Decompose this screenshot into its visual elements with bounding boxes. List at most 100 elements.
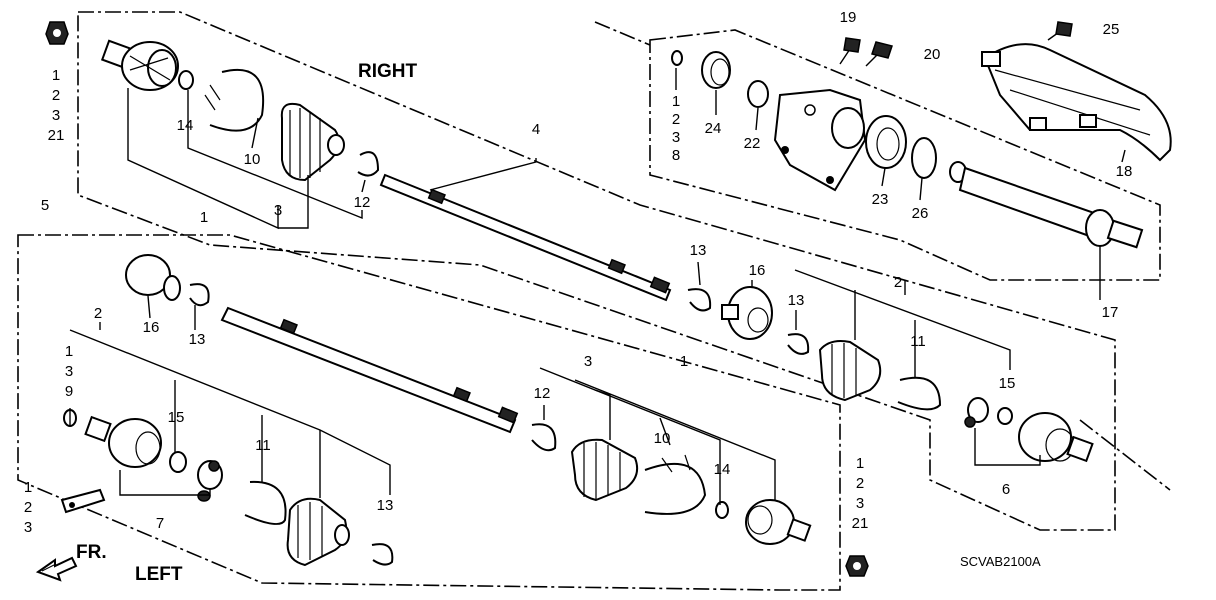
left-shaft-outline (17, 234, 841, 591)
callout-ring-stack-1: 1 (672, 93, 680, 110)
callout-12-upper: 12 (354, 194, 371, 211)
callout-13-lower-left: 13 (377, 497, 394, 514)
callout-20: 20 (924, 46, 941, 63)
callout-4: 4 (532, 121, 540, 138)
bearing-23 (865, 115, 907, 169)
callout-25: 25 (1103, 21, 1120, 38)
callout-left-ring-3: 9 (65, 383, 73, 400)
bolt-21-upper (45, 21, 69, 45)
right-shaft (379, 173, 672, 302)
callout-1-upper: 1 (200, 209, 208, 226)
bracket-lower-left (60, 488, 106, 514)
callout-br-stack-1: 1 (856, 455, 864, 472)
callout-left-ring-1: 1 (65, 343, 73, 360)
bearing-24 (701, 51, 731, 89)
callout-br-stack-2: 2 (856, 475, 864, 492)
boot-band-10-upper (209, 68, 265, 132)
callout-22: 22 (744, 135, 761, 152)
callout-17: 17 (1102, 304, 1119, 321)
bolt-19 (839, 37, 861, 65)
callout-18: 18 (1116, 163, 1133, 180)
callout-12-lower: 12 (534, 385, 551, 402)
callout-16-left: 16 (143, 319, 160, 336)
front-arrow-icon (35, 556, 78, 582)
inboard-joint-7 (84, 415, 162, 468)
clip-13-lower-left (371, 543, 394, 566)
callout-13-mid2: 13 (788, 292, 805, 309)
snap-ring-14-lower (715, 501, 729, 519)
clip-12-upper (357, 151, 380, 177)
boot-right (818, 340, 882, 402)
callout-15-left: 15 (168, 409, 185, 426)
callout-ring-stack-2: 2 (672, 111, 680, 128)
boot-left (286, 497, 350, 567)
bolt-20 (865, 41, 893, 67)
callout-16-mid: 16 (749, 262, 766, 279)
callout-14-lower: 14 (714, 461, 731, 478)
callout-br-stack-3: 3 (856, 495, 864, 512)
boot-band-10-lower (644, 462, 707, 515)
callout-13-left: 13 (189, 331, 206, 348)
callout-stack-tl-2: 2 (52, 87, 60, 104)
bolt-21-lower (845, 555, 869, 577)
callout-stack-tl-1: 1 (52, 67, 60, 84)
hanger-leader (594, 21, 651, 46)
callout-11-left: 11 (255, 437, 271, 454)
diagram-code: SCVAB2100A (960, 554, 1041, 569)
callout-bl-stack-1: 1 (24, 479, 32, 496)
left-side-label: LEFT (135, 564, 183, 585)
clip-13-mid (687, 288, 712, 312)
outboard-joint-lower (745, 499, 812, 545)
callout-stack-tl-4: 21 (48, 127, 65, 144)
callout-26: 26 (912, 205, 929, 222)
callout-2-left: 2 (94, 305, 102, 322)
callout-bl-stack-3: 3 (24, 519, 32, 536)
inboard-joint-6 (1018, 412, 1094, 463)
shaft-extension (1079, 419, 1171, 491)
right-shaft-outline (77, 11, 1116, 531)
outboard-joint-upper (100, 39, 179, 91)
callout-ring-stack-3: 3 (672, 129, 680, 146)
snap-ring-26 (911, 137, 937, 179)
callout-ring-stack-4: 8 (672, 147, 680, 164)
callout-stack-tl-3: 3 (52, 107, 60, 124)
callout-7: 7 (156, 515, 164, 532)
right-side-label: RIGHT (358, 61, 418, 82)
clip-13-left (189, 283, 210, 307)
callout-3-upper: 3 (274, 202, 282, 219)
clip-12-lower (531, 423, 557, 452)
callout-1-lower: 1 (680, 353, 688, 370)
clip-13-mid2 (787, 333, 810, 355)
callout-left-ring-2: 3 (65, 363, 73, 380)
inboard-joint-16-mid (721, 286, 773, 340)
callout-15-right: 15 (999, 375, 1016, 392)
boot-lower (570, 438, 639, 502)
callout-bl-stack-2: 2 (24, 499, 32, 516)
heat-shield (981, 43, 1172, 162)
callout-23: 23 (872, 191, 889, 208)
callout-14-upper: 14 (177, 117, 194, 134)
hanger-bracket (773, 88, 867, 192)
callout-5: 5 (41, 197, 49, 214)
callout-3-lower: 3 (584, 353, 592, 370)
clip-15-left (169, 451, 187, 473)
callout-10-upper: 10 (244, 151, 261, 168)
snap-ring-14-upper (178, 70, 194, 90)
callout-11-right: 11 (910, 333, 926, 350)
boot-band-11-left (244, 480, 287, 525)
tripod-right (964, 397, 989, 428)
clip-15-right (997, 407, 1013, 425)
boot-band-11-right (897, 376, 942, 411)
callout-6: 6 (1002, 481, 1010, 498)
callout-19: 19 (840, 9, 857, 26)
bolt-25 (1047, 21, 1073, 41)
hanger-bearing-outline (649, 29, 1161, 281)
callout-13-mid: 13 (690, 242, 707, 259)
left-shaft (220, 306, 519, 434)
boot-upper (280, 102, 345, 182)
snap-ring-22 (747, 80, 769, 108)
callout-10-lower: 10 (654, 430, 671, 447)
leader-lines (69, 68, 1126, 505)
